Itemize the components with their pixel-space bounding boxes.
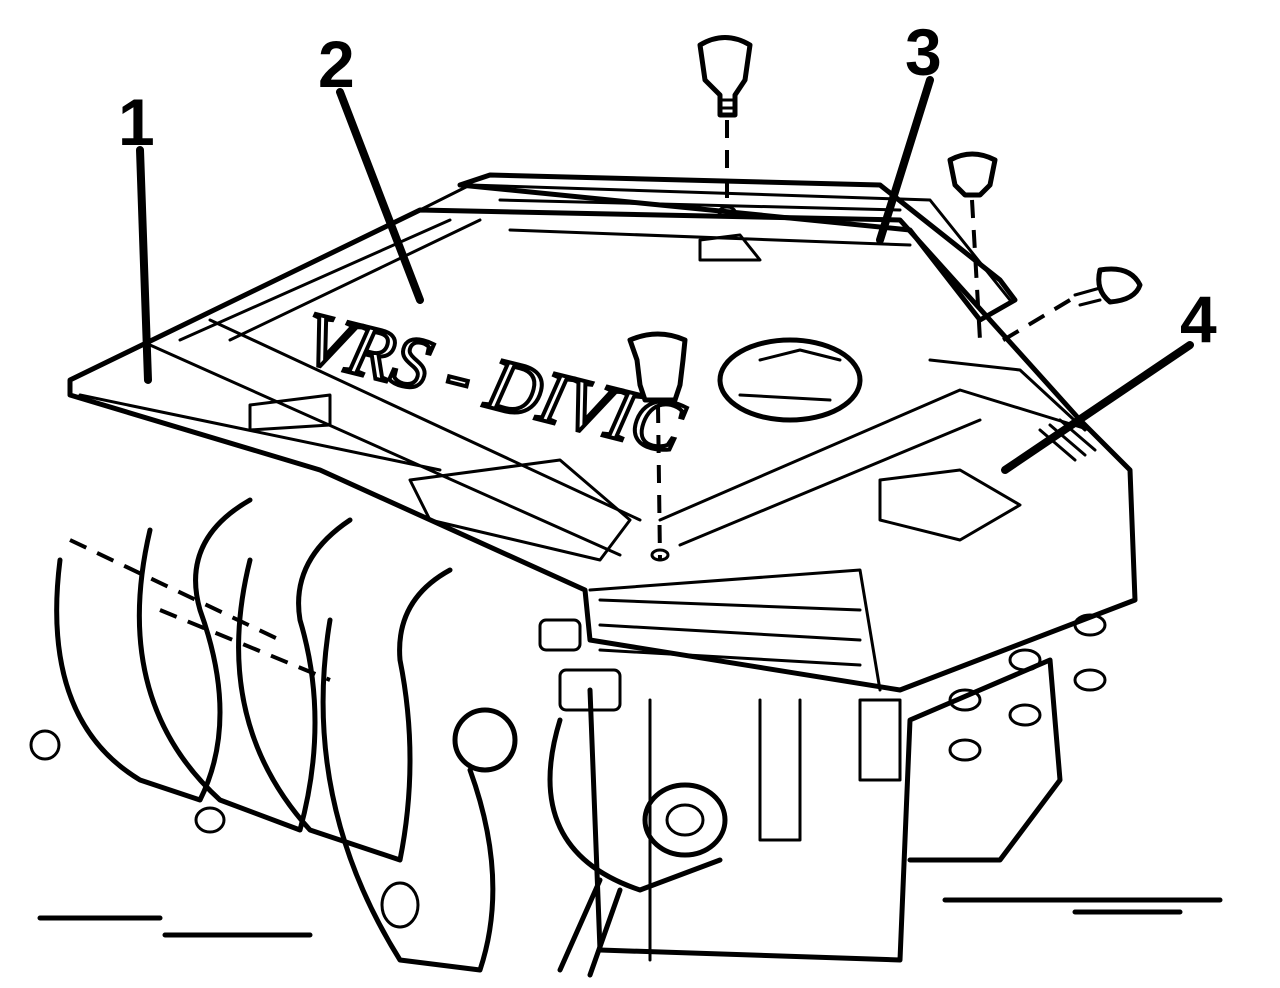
cover-bolt-4 [627, 331, 688, 562]
cover-marking: VRS - DIVIC [296, 297, 692, 470]
ground-lines [37, 897, 1223, 938]
leader-2 [336, 88, 424, 304]
callout-labels: 1 2 3 4 [118, 15, 1217, 356]
cover-bolt-2 [947, 151, 998, 341]
callout-leaders [136, 76, 1194, 474]
intake-manifold [29, 497, 496, 973]
callout-4: 4 [1180, 282, 1217, 356]
leader-3 [876, 76, 934, 244]
callout-2: 2 [318, 27, 355, 101]
engine-block [452, 613, 1107, 978]
leader-4 [1001, 341, 1194, 474]
leader-1 [136, 146, 152, 384]
callout-3: 3 [905, 15, 942, 89]
right-trim-strip [457, 172, 1018, 323]
cover-bolt-3 [993, 266, 1143, 347]
callout-1: 1 [118, 85, 155, 159]
oil-filler-cap [717, 337, 863, 423]
cover-bolt-1 [697, 35, 753, 219]
